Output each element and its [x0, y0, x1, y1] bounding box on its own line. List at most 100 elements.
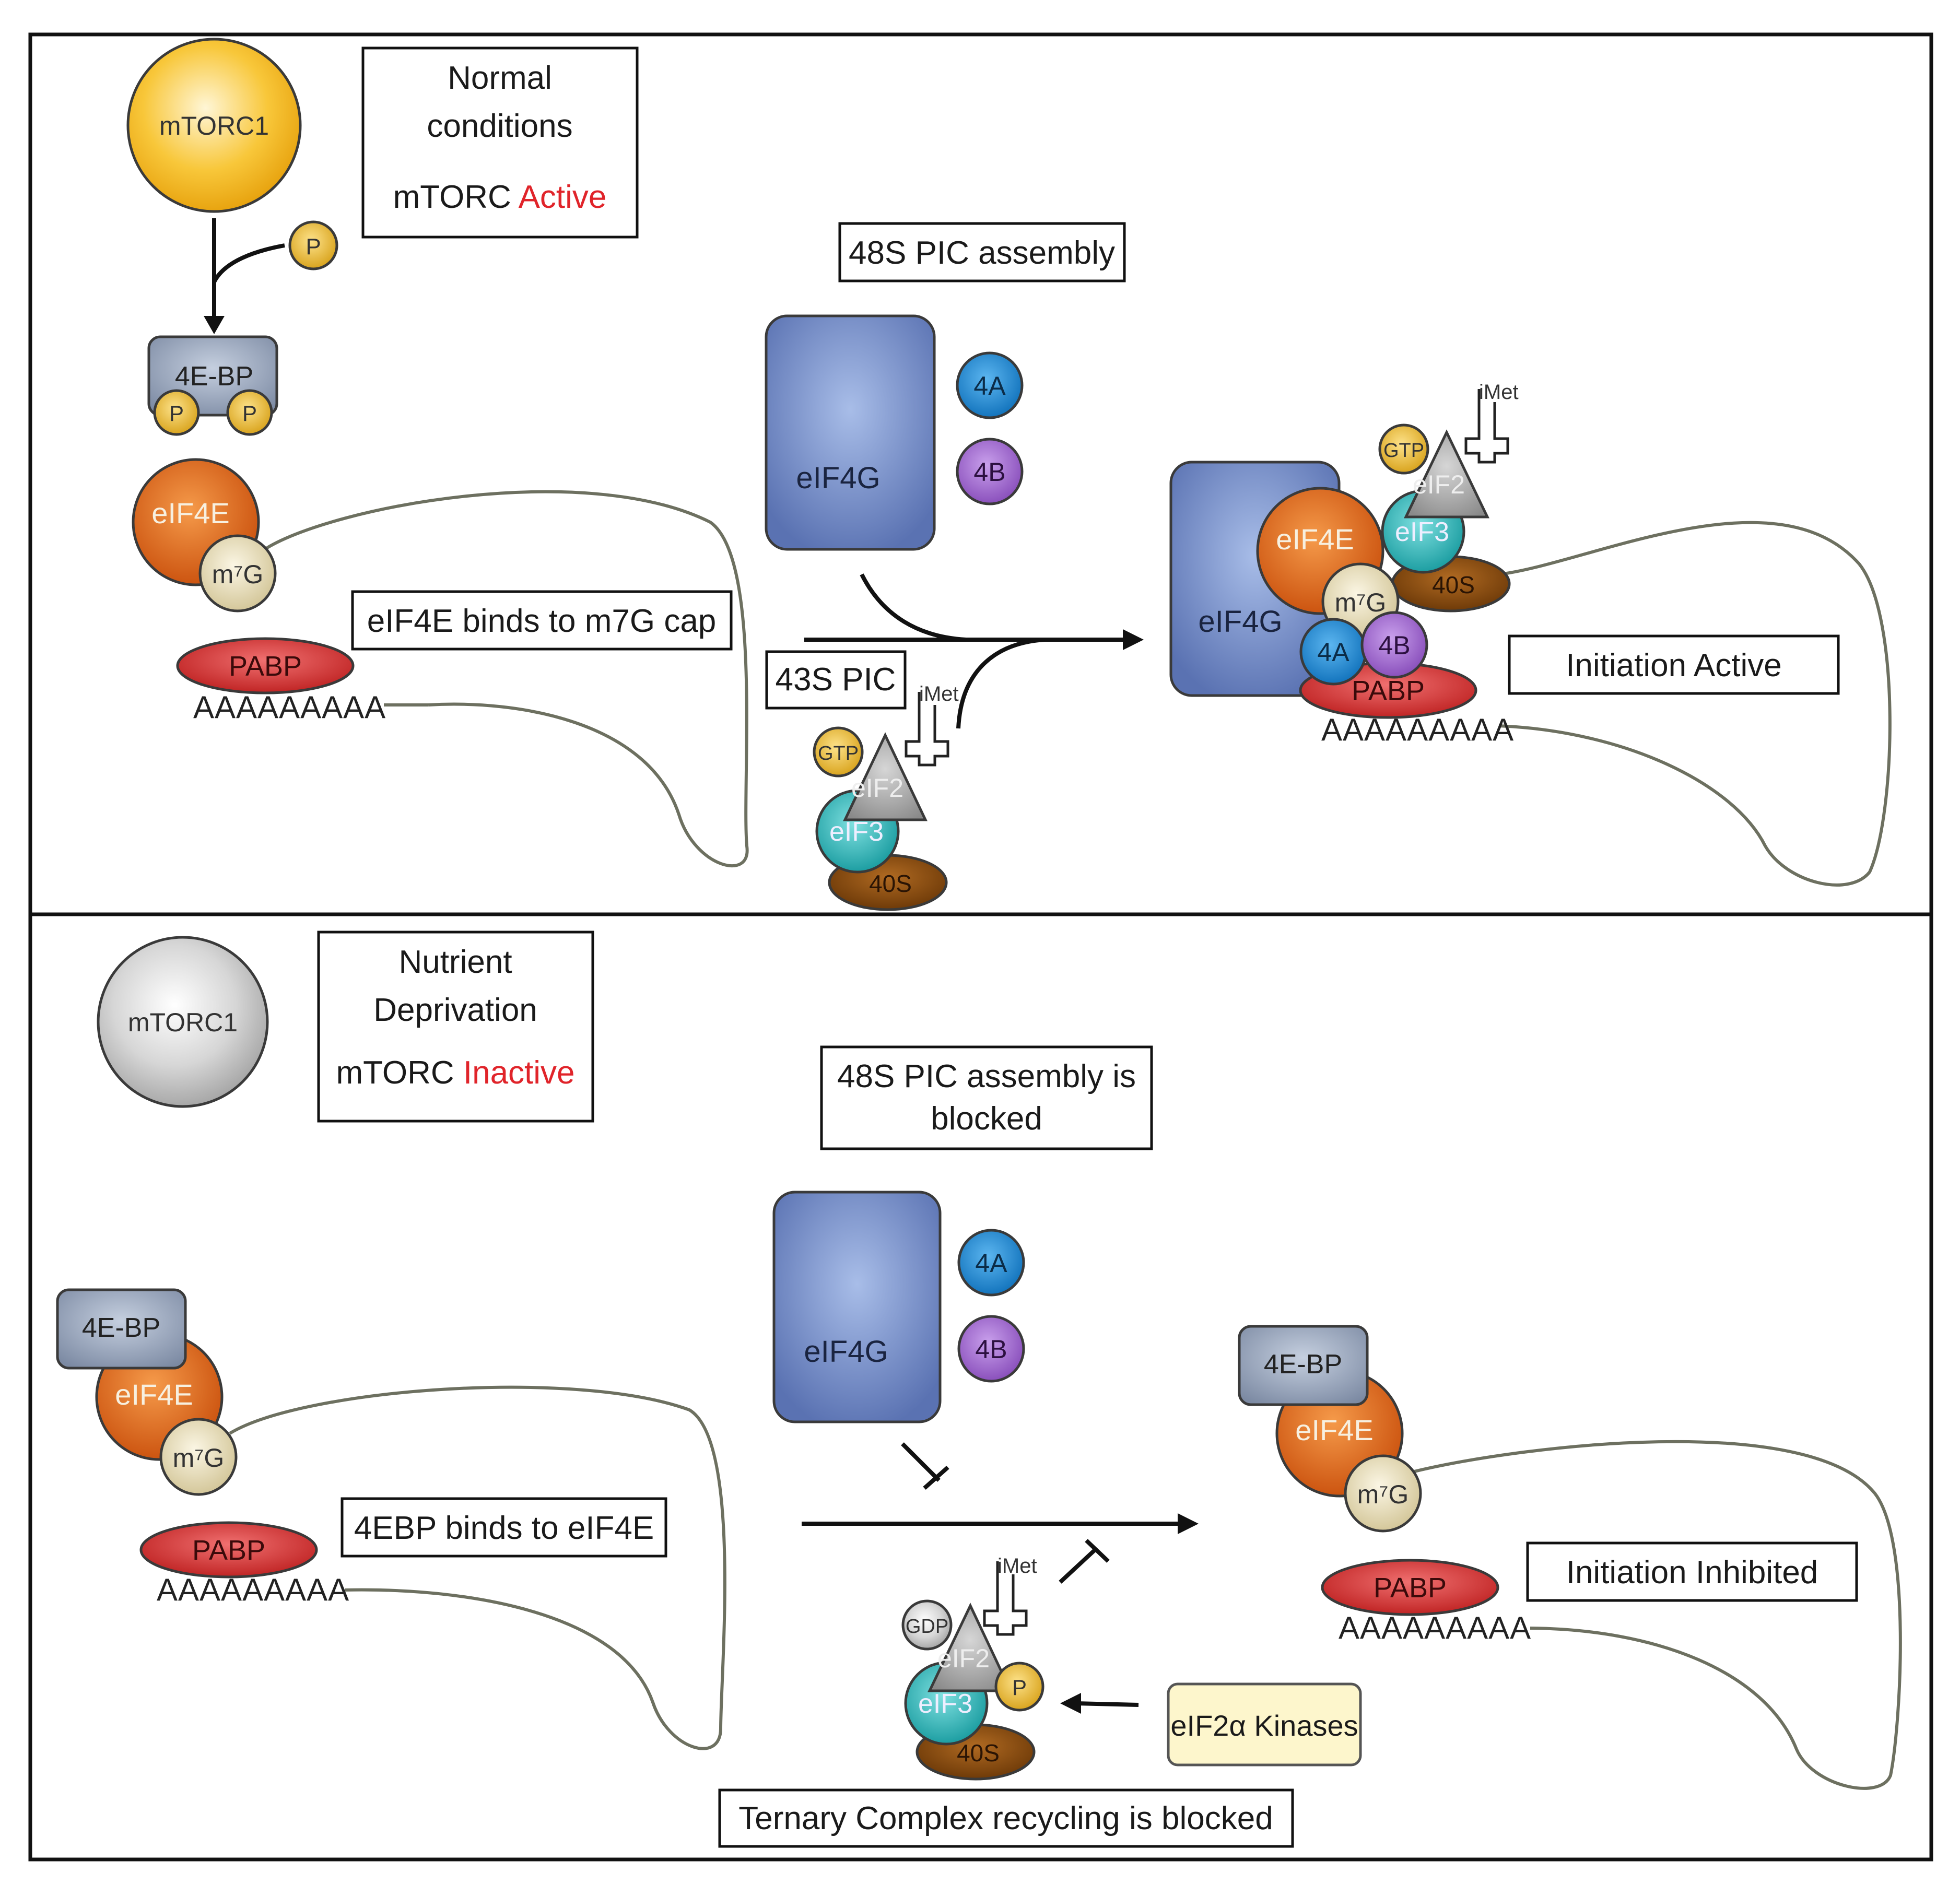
arrowhead	[1123, 629, 1144, 650]
eif4b-label: 4B	[975, 1335, 1007, 1364]
eif2-protein	[1404, 429, 1489, 519]
phosphate-join-line	[212, 243, 285, 283]
pabp-protein	[176, 637, 355, 694]
imet-label: iMet	[997, 1555, 1037, 1577]
binding-note-box	[341, 1497, 667, 1558]
eif4a-label: 4A	[975, 1249, 1007, 1278]
imet-trna-icon	[1464, 389, 1509, 464]
assembly-title: 48S PIC assembly	[849, 235, 1115, 271]
assembly-title-box	[838, 222, 1126, 282]
phosphate-label: P	[306, 234, 321, 260]
condition-box	[361, 46, 639, 239]
mtorc1-active-circle	[126, 38, 302, 213]
eif4e-label: eIF4E	[1276, 523, 1354, 556]
pabp-label: PABP	[229, 651, 302, 682]
gdp-label: GDP	[906, 1616, 948, 1638]
polya-tail: AAAAAAAAA	[1339, 1610, 1531, 1645]
result-box	[1526, 1541, 1858, 1602]
kinase-arrow	[1075, 1701, 1139, 1707]
imet-trna-icon	[905, 692, 949, 767]
mrna-strand	[229, 1385, 726, 1750]
m7g-cap	[159, 1418, 238, 1496]
gtp-icon	[1378, 423, 1429, 475]
mtorc1-label: mTORC1	[128, 1008, 238, 1037]
recycling-note-box	[718, 1788, 1294, 1848]
4ebp-label: 4E-BP	[1264, 1349, 1342, 1380]
assembly-title-line1: 48S PIC assembly is	[837, 1058, 1136, 1094]
arrowhead	[1060, 1693, 1081, 1714]
mrna-strand	[1498, 521, 1892, 887]
condition-line2: conditions	[427, 108, 572, 144]
result-label: Initiation Active	[1566, 647, 1782, 684]
eif4g-label: eIF4G	[1198, 605, 1282, 639]
mtorc-status: mTORC Active	[393, 179, 607, 215]
imet-label: iMet	[1479, 381, 1519, 404]
gtp-icon	[813, 726, 864, 778]
eif4a-protein	[956, 351, 1024, 419]
m7g-label: m⁷G	[1357, 1480, 1409, 1509]
mrna-strand	[265, 490, 749, 868]
pabp-label: PABP	[1352, 675, 1425, 706]
inhibition-bar	[923, 1466, 949, 1490]
eif2-label: eIF2	[851, 773, 903, 803]
4ebp-label: 4E-BP	[82, 1313, 160, 1343]
pabp-protein	[139, 1521, 318, 1579]
eif4a-label: 4A	[1317, 638, 1349, 667]
imet-label: iMet	[919, 682, 959, 705]
4ebp-protein	[1238, 1325, 1369, 1406]
condition-line1: Nutrient	[398, 944, 512, 980]
mtorc-status-prefix: mTORC	[336, 1055, 463, 1091]
pabp-label: PABP	[1374, 1572, 1447, 1604]
pabp-protein	[1321, 1559, 1499, 1616]
eif3-label: eIF3	[918, 1689, 972, 1719]
inhibition-bar	[1085, 1539, 1110, 1563]
result-box	[1508, 634, 1840, 695]
pic43-label: 43S PIC	[776, 662, 896, 698]
eif2-protein	[843, 732, 928, 821]
mtorc-status-word: Inactive	[463, 1055, 575, 1091]
mtorc-status-prefix: mTORC	[393, 179, 519, 215]
phosphate-icon	[288, 220, 338, 270]
eif4g-label: eIF4G	[796, 461, 880, 495]
bottom-panel-frame	[28, 912, 1933, 1862]
eif4g-protein	[772, 1191, 942, 1423]
condition-line1: Normal	[448, 60, 552, 96]
binding-note-box	[351, 590, 733, 651]
40s-label: 40S	[1432, 571, 1475, 598]
eif2-protein	[928, 1603, 1013, 1692]
eif4a-protein	[957, 1229, 1025, 1297]
eif4e-label: eIF4E	[151, 497, 229, 529]
gtp-label: GTP	[1383, 440, 1424, 462]
m7g-cap	[1344, 1454, 1422, 1533]
eif4b-protein	[1360, 611, 1428, 679]
40s-label: 40S	[869, 870, 912, 897]
4ebp-protein	[56, 1288, 187, 1370]
eif4b-protein	[957, 1315, 1025, 1383]
assembly-title-line2: blocked	[931, 1101, 1042, 1137]
phosphate-icon	[994, 1662, 1044, 1712]
phosphate-label: P	[169, 401, 184, 426]
pic43-box	[765, 650, 907, 710]
gtp-label: GTP	[818, 743, 859, 764]
4ebp-label: 4E-BP	[175, 361, 253, 392]
m7g-label: m⁷G	[212, 560, 264, 589]
eif4e-label: eIF4E	[115, 1378, 193, 1411]
eif4b-protein	[956, 438, 1024, 505]
eif3-label: eIF3	[1395, 517, 1449, 547]
eif3-label: eIF3	[829, 817, 884, 847]
inhibition-line	[901, 1442, 941, 1482]
mtorc1-label: mTORC1	[159, 111, 269, 140]
40s-label: 40S	[957, 1739, 1000, 1767]
eif4b-label: 4B	[1378, 631, 1410, 660]
pic43-join-curve	[956, 638, 1045, 729]
kinase-box	[1167, 1682, 1362, 1767]
binding-note: eIF4E binds to m7G cap	[367, 603, 717, 639]
assembly-title-box	[820, 1045, 1153, 1150]
eif2-label: eIF2	[937, 1644, 990, 1673]
mtorc1-inactive-circle	[97, 936, 269, 1108]
eif4g-join-curve	[860, 573, 967, 642]
eif4a-label: 4A	[973, 371, 1006, 401]
m7g-cap	[198, 534, 277, 613]
pabp-label: PABP	[192, 1535, 265, 1566]
